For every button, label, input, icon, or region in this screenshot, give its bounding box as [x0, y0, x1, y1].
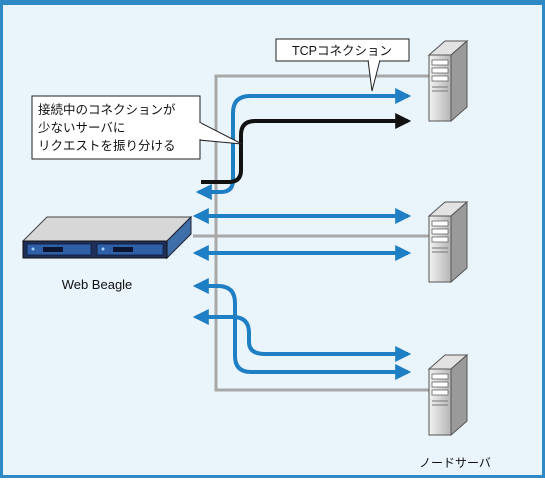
blue-arrows — [192, 88, 412, 380]
tower-server-icon — [428, 40, 468, 122]
load-balancer-appliance-icon — [21, 215, 193, 260]
blue-arrow-bottom-inner — [192, 309, 412, 362]
callout-lb-box — [31, 95, 201, 160]
callout-tcp: TCPコネクション — [275, 38, 410, 92]
diagram-canvas: TCPコネクション 接続中のコネクションが 少ないサーバに リクエストを振り分け… — [21, 38, 491, 470]
tower-server-icon — [428, 354, 468, 436]
tcp-connection-lines — [193, 74, 431, 392]
tower-server-icon — [428, 201, 468, 283]
callout-tcp-box — [275, 38, 410, 62]
callout-lb: 接続中のコネクションが 少ないサーバに リクエストを振り分ける — [31, 95, 243, 160]
callout-lb-line-2: 少ないサーバに — [38, 121, 125, 135]
callout-lb-line-1: 接続中のコネクションが — [38, 102, 176, 117]
callout-tcp-text: TCPコネクション — [292, 44, 392, 58]
callout-lb-line-3: リクエストを振り分ける — [38, 139, 176, 153]
blue-arrow-bottom-outer — [192, 278, 412, 380]
servers-label: ノードサーバ — [419, 456, 491, 470]
tcp-line-top — [214, 74, 431, 392]
device-label: Web Beagle — [62, 277, 133, 292]
black-arrow-selected — [201, 113, 412, 184]
blue-arrow-top — [195, 88, 412, 200]
callout-lb-pointer — [198, 121, 243, 145]
